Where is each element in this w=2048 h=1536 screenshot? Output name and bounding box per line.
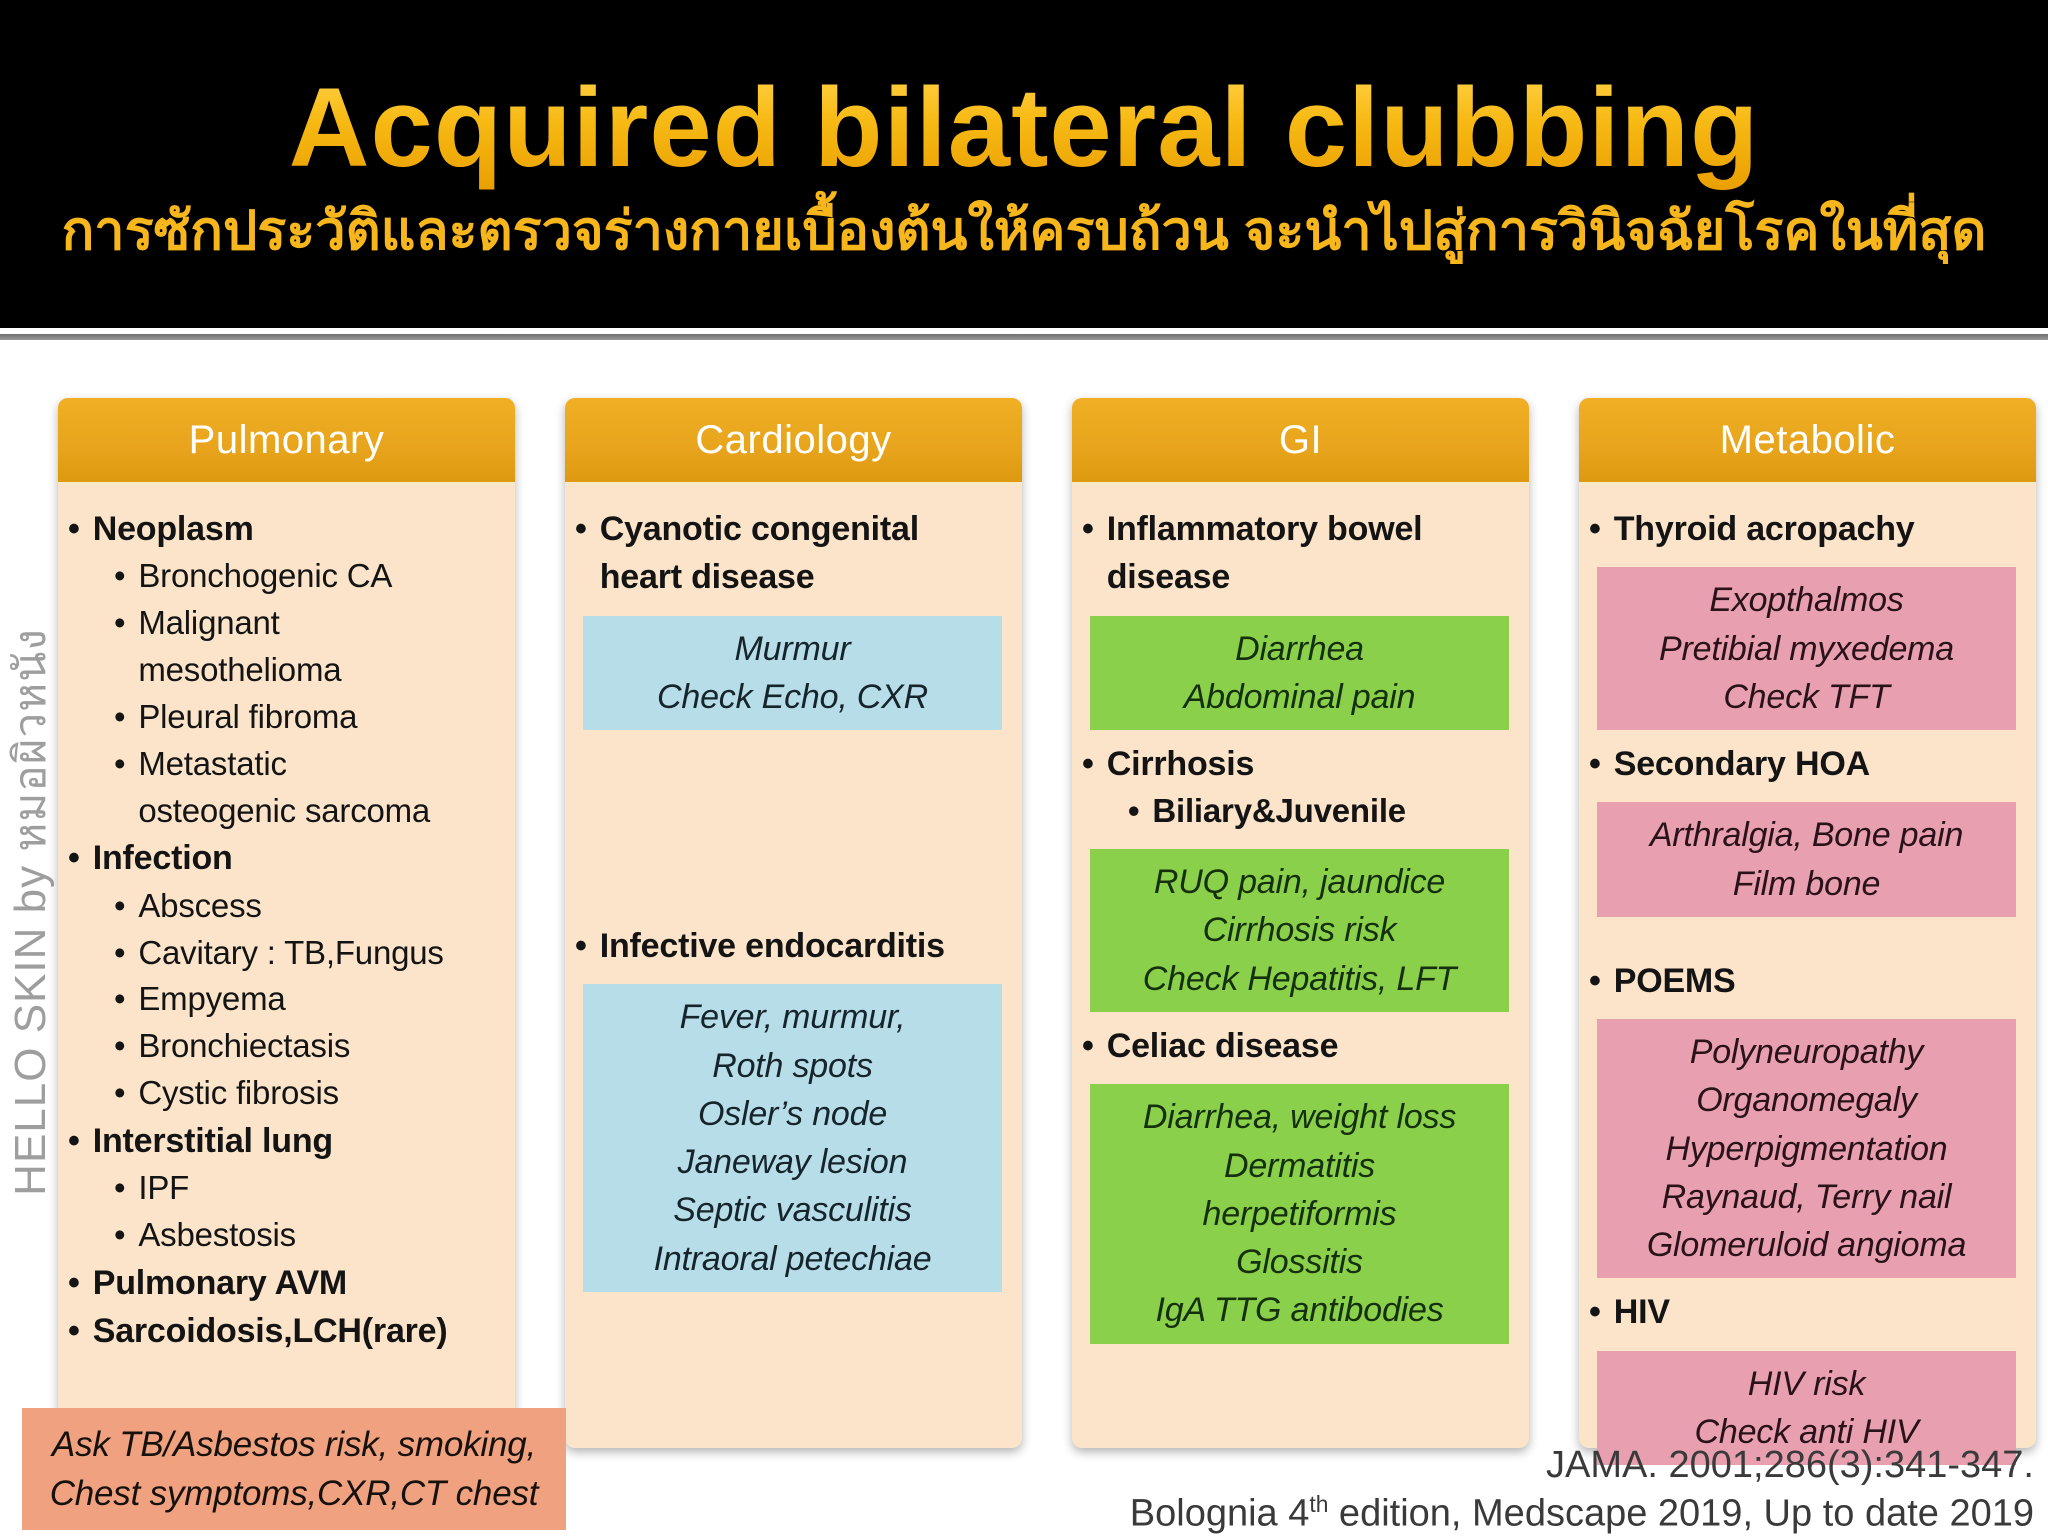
list-item: Neoplasm (68, 505, 503, 553)
list-item: Pulmonary AVM (68, 1259, 503, 1307)
column-title: Cardiology (695, 417, 892, 462)
list-item: HIV (1589, 1288, 2024, 1336)
slide-subtitle-thai: การซักประวัติและตรวจร่างกายเบื้องต้นให้ค… (61, 201, 1987, 261)
list-item: Biliary&Juvenile (1128, 788, 1517, 835)
list-item: Interstitial lung (68, 1117, 503, 1165)
metabolic-findings-box: Exopthalmos Pretibial myxedema Check TFT (1597, 567, 2016, 731)
column-header-pulmonary: Pulmonary (58, 398, 515, 485)
list-item: Infection (68, 834, 503, 882)
reference-line-1: JAMA. 2001;286(3):341-347. (1546, 1444, 2034, 1486)
watermark-text: HELLO SKIN by หมอผิวหนัง (6, 628, 55, 1196)
list-item: Sarcoidosis,LCH(rare) (68, 1307, 503, 1355)
gi-findings-box: Diarrhea, weight loss Dermatitis herpeti… (1090, 1084, 1509, 1344)
cardiology-list: Cyanotic congenital heart disease Murmur… (565, 485, 1022, 1448)
list-item: Infective endocarditis (575, 922, 1010, 970)
list-item: IPF (114, 1165, 503, 1212)
list-item: Empyema (114, 976, 503, 1023)
list-item: Thyroid acropachy (1589, 505, 2024, 553)
cardiology-findings-box: Murmur Check Echo, CXR (583, 615, 1002, 731)
column-title: Pulmonary (188, 417, 385, 462)
column-header-gi: GI (1072, 398, 1529, 485)
column-title: GI (1278, 417, 1323, 462)
list-item: Cystic fibrosis (114, 1070, 503, 1117)
column-pulmonary: Pulmonary Neoplasm Bronchogenic CA Malig… (58, 398, 515, 1448)
spacer (1589, 927, 2024, 957)
column-metabolic: Metabolic Thyroid acropachy Exopthalmos … (1579, 398, 2036, 1466)
column-cardiology: Cardiology Cyanotic congenital heart dis… (565, 398, 1022, 1448)
gi-list: Inflammatory bowel disease Diarrhea Abdo… (1072, 485, 1529, 1448)
metabolic-list: Thyroid acropachy Exopthalmos Pretibial … (1579, 485, 2036, 1489)
metabolic-findings-box: HIV risk Check anti HIV (1597, 1350, 2016, 1466)
column-gi: GI Inflammatory bowel disease Diarrhea A… (1072, 398, 1529, 1448)
pulmonary-list: Neoplasm Bronchogenic CA Malignant mesot… (58, 485, 515, 1448)
list-item: Asbestosis (114, 1212, 503, 1259)
spacer (575, 740, 1010, 922)
cardiology-findings-box: Fever, murmur, Roth spots Osler’s node J… (583, 984, 1002, 1292)
list-item: Bronchogenic CA (114, 553, 503, 600)
list-item: Inflammatory bowel disease (1082, 505, 1517, 602)
pulmonary-note-box: Ask TB/Asbestos risk, smoking, Chest sym… (22, 1408, 566, 1530)
list-item: Abscess (114, 883, 503, 930)
list-item: Cyanotic congenital heart disease (575, 505, 1010, 602)
list-item: Celiac disease (1082, 1022, 1517, 1070)
reference-line-2: Bolognia 4th edition, Medscape 2019, Up … (1129, 1490, 2034, 1535)
list-item: Secondary HOA (1589, 740, 2024, 788)
list-item: Metastatic osteogenic sarcoma (114, 741, 503, 835)
list-item: Pleural fibroma (114, 694, 503, 741)
list-item: POEMS (1589, 957, 2024, 1005)
title-banner: Acquired bilateral clubbing การซักประวัต… (0, 0, 2048, 328)
list-item: Malignant mesothelioma (114, 600, 503, 694)
columns-container: Pulmonary Neoplasm Bronchogenic CA Malig… (58, 398, 2036, 1466)
metabolic-findings-box: Arthralgia, Bone pain Film bone (1597, 802, 2016, 917)
slide-title: Acquired bilateral clubbing (279, 64, 1770, 193)
gi-findings-box: Diarrhea Abdominal pain (1090, 615, 1509, 731)
column-header-cardiology: Cardiology (565, 398, 1022, 485)
divider-line (0, 334, 2048, 340)
list-item: Cirrhosis (1082, 740, 1517, 788)
gi-findings-box: RUQ pain, jaundice Cirrhosis risk Check … (1090, 849, 1509, 1012)
list-item: Cavitary : TB,Fungus (114, 930, 503, 977)
column-title: Metabolic (1719, 417, 1896, 462)
references: JAMA. 2001;286(3):341-347. Bolognia 4th … (1130, 1442, 2034, 1536)
metabolic-findings-box: Polyneuropathy Organomegaly Hyperpigment… (1597, 1019, 2016, 1279)
list-item: Bronchiectasis (114, 1023, 503, 1070)
column-header-metabolic: Metabolic (1579, 398, 2036, 485)
